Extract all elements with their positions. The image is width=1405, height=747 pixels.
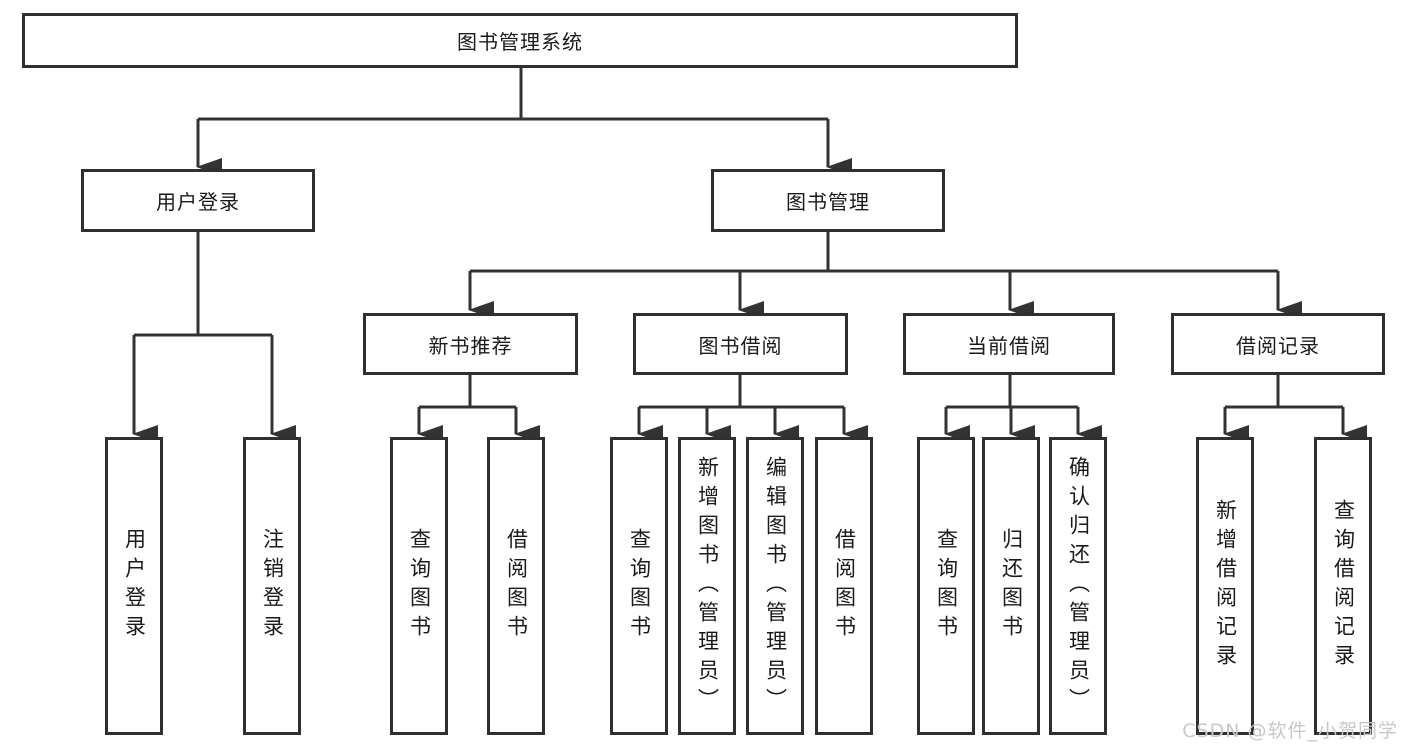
- leaf-borrow-books-1: 借阅图书: [487, 437, 545, 735]
- csdn-watermark: CSDN @软件_小贺同学: [1182, 720, 1398, 742]
- leaf-add-books-admin: 新增图书（管理员）: [678, 437, 736, 735]
- node-root-system: 图书管理系统: [22, 13, 1018, 68]
- leaf-query-books-1: 查询图书: [390, 437, 448, 735]
- leaf-query-borrow-record-label: 查询借阅记录: [1331, 499, 1356, 673]
- leaf-edit-books-admin-label: 编辑图书（管理员）: [763, 455, 788, 717]
- node-user-login: 用户登录: [81, 169, 315, 232]
- node-book-borrowing: 图书借阅: [633, 313, 848, 375]
- node-borrowing-records-label: 借阅记录: [1236, 333, 1320, 358]
- node-book-management: 图书管理: [711, 169, 945, 232]
- leaf-add-books-admin-label: 新增图书（管理员）: [695, 455, 720, 717]
- node-book-management-label: 图书管理: [786, 190, 870, 214]
- leaf-query-borrow-record: 查询借阅记录: [1314, 437, 1372, 735]
- leaf-confirm-return-admin: 确认归还（管理员）: [1049, 437, 1107, 735]
- node-new-book-recommend-label: 新书推荐: [428, 333, 513, 358]
- leaf-query-books-1-label: 查询图书: [407, 528, 432, 644]
- node-borrowing-records: 借阅记录: [1171, 313, 1385, 375]
- leaf-query-books-3-label: 查询图书: [934, 528, 959, 644]
- leaf-add-borrow-record: 新增借阅记录: [1196, 437, 1254, 735]
- leaf-edit-books-admin: 编辑图书（管理员）: [746, 437, 804, 735]
- leaf-borrow-books-2-label: 借阅图书: [832, 528, 857, 644]
- leaf-logout: 注销登录: [243, 437, 301, 735]
- leaf-logout-label: 注销登录: [260, 528, 285, 644]
- leaf-user-login-label: 用户登录: [122, 528, 147, 644]
- leaf-add-borrow-record-label: 新增借阅记录: [1213, 499, 1238, 673]
- leaf-confirm-return-admin-label: 确认归还（管理员）: [1066, 455, 1091, 717]
- leaf-query-books-3: 查询图书: [917, 437, 975, 735]
- node-current-borrowing: 当前借阅: [903, 313, 1115, 375]
- node-book-borrowing-label: 图书借阅: [698, 333, 783, 358]
- leaf-borrow-books-1-label: 借阅图书: [504, 528, 529, 644]
- leaf-return-books-label: 归还图书: [999, 528, 1024, 644]
- node-root-label: 图书管理系统: [457, 30, 583, 54]
- leaf-query-books-2: 查询图书: [610, 437, 668, 735]
- node-current-borrowing-label: 当前借阅: [967, 333, 1051, 358]
- node-user-login-label: 用户登录: [156, 190, 240, 214]
- node-new-book-recommend: 新书推荐: [363, 313, 578, 375]
- leaf-borrow-books-2: 借阅图书: [815, 437, 873, 735]
- leaf-user-login: 用户登录: [105, 437, 163, 735]
- leaf-return-books: 归还图书: [982, 437, 1040, 735]
- leaf-query-books-2-label: 查询图书: [627, 528, 652, 644]
